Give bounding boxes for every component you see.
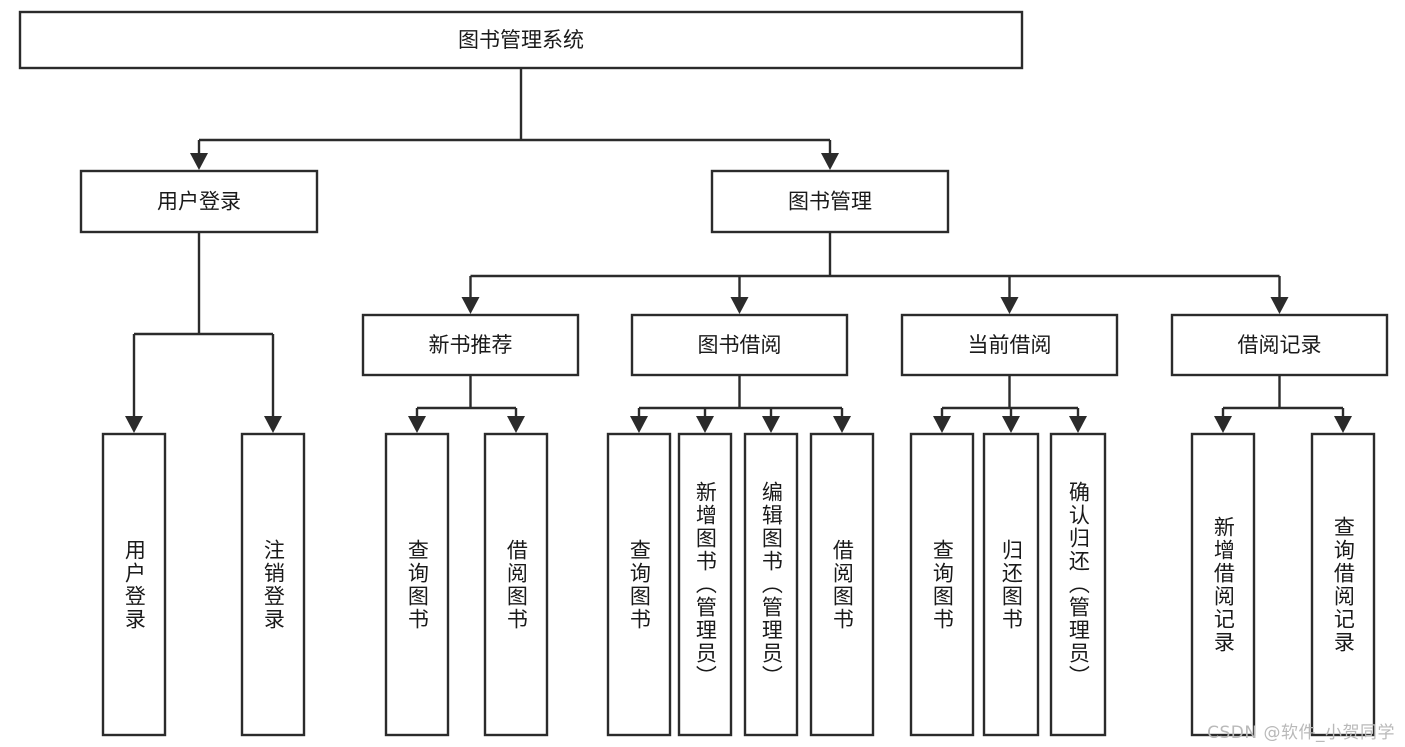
node-box — [982, 432, 1040, 737]
arrow-head-icon — [461, 297, 480, 314]
node-box — [361, 313, 580, 377]
node-box — [743, 432, 799, 737]
node-leaf-query-book-current[interactable] — [909, 432, 975, 737]
arrow-head-icon — [1214, 416, 1232, 433]
node-label: 新书推荐 — [429, 333, 513, 357]
arrow-head-icon — [821, 153, 839, 170]
arrow-head-icon — [264, 416, 282, 433]
node-box — [909, 432, 975, 737]
node-leaf-add-borrow-record[interactable] — [1190, 432, 1256, 737]
node-label: 图书管理系统 — [458, 28, 584, 52]
node-new-book-recommend[interactable]: 新书推荐 — [361, 313, 580, 377]
node-label: 用户登录 — [157, 190, 241, 214]
node-leaf-confirm-return-admin[interactable] — [1049, 432, 1107, 737]
node-box — [710, 169, 950, 234]
node-box — [79, 169, 319, 234]
node-box — [1310, 432, 1376, 737]
arrow-head-icon — [630, 416, 648, 433]
node-leaf-return-book[interactable] — [982, 432, 1040, 737]
node-leaf-edit-book-admin[interactable] — [743, 432, 799, 737]
arrow-head-icon — [1334, 416, 1352, 433]
node-current-borrow[interactable]: 当前借阅 — [900, 313, 1119, 377]
arrow-head-icon — [1000, 297, 1019, 314]
arrow-head-icon — [730, 297, 749, 314]
node-leaf-query-book-borrow[interactable] — [606, 432, 672, 737]
node-leaf-query-borrow-record[interactable] — [1310, 432, 1376, 737]
node-box — [483, 432, 549, 737]
arrow-head-icon — [1002, 416, 1020, 433]
arrow-head-icon — [1270, 297, 1289, 314]
arrow-head-icon — [408, 416, 426, 433]
node-box — [1170, 313, 1389, 377]
node-box — [240, 432, 306, 737]
node-box — [384, 432, 450, 737]
arrow-head-icon — [762, 416, 780, 433]
node-box — [101, 432, 167, 737]
node-box — [809, 432, 875, 737]
arrow-head-icon — [833, 416, 851, 433]
node-box — [630, 313, 849, 377]
arrow-head-icon — [933, 416, 951, 433]
node-box — [18, 10, 1024, 70]
arrow-head-icon — [696, 416, 714, 433]
node-leaf-borrow-book-rec[interactable] — [483, 432, 549, 737]
node-label: 借阅记录 — [1238, 333, 1322, 357]
node-box — [677, 432, 733, 737]
node-root[interactable]: 图书管理系统 — [18, 10, 1024, 70]
node-leaf-add-book-admin[interactable] — [677, 432, 733, 737]
node-label: 图书借阅 — [698, 333, 782, 357]
connector-layer — [125, 68, 1352, 433]
node-leaf-query-book-rec[interactable] — [384, 432, 450, 737]
csdn-watermark: CSDN @软件_小贺同学 — [1207, 723, 1395, 743]
arrow-head-icon — [190, 153, 208, 170]
node-leaf-user-login[interactable] — [101, 432, 167, 737]
arrow-head-icon — [507, 416, 525, 433]
node-box — [1049, 432, 1107, 737]
node-box — [606, 432, 672, 737]
node-user-login[interactable]: 用户登录 — [79, 169, 319, 234]
node-label: 当前借阅 — [968, 333, 1052, 357]
node-box — [900, 313, 1119, 377]
node-book-borrow[interactable]: 图书借阅 — [630, 313, 849, 377]
arrow-head-icon — [125, 416, 143, 433]
node-book-manage[interactable]: 图书管理 — [710, 169, 950, 234]
node-borrow-record[interactable]: 借阅记录 — [1170, 313, 1389, 377]
arrow-head-icon — [1069, 416, 1087, 433]
node-leaf-borrow-book[interactable] — [809, 432, 875, 737]
node-leaf-logout[interactable] — [240, 432, 306, 737]
node-label: 图书管理 — [788, 190, 872, 214]
node-box — [1190, 432, 1256, 737]
